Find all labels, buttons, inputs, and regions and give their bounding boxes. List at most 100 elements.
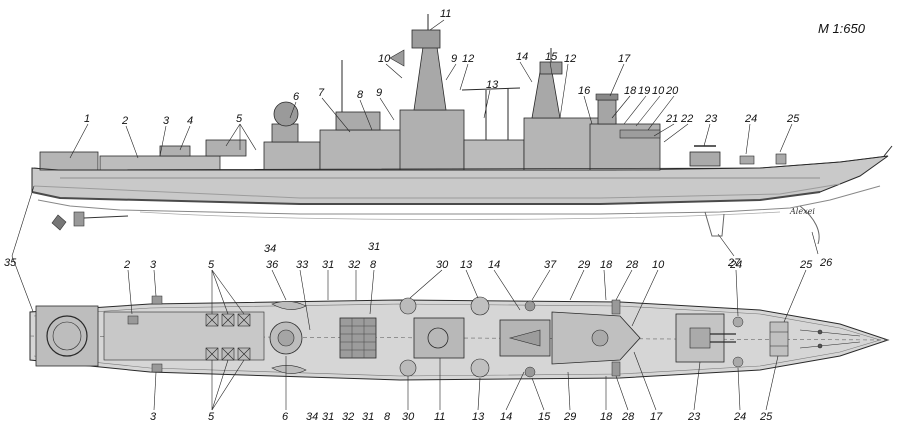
signature: Alexei [789,207,815,216]
callout-p28t: 28 [625,259,639,271]
mount-13-port [470,296,490,316]
boot-topping [33,183,841,199]
callout-p34t: 34 [264,243,276,255]
callout-p18b: 18 [600,411,613,423]
callout-s23: 23 [704,113,718,125]
callout-s8: 8 [357,89,364,101]
mount-13-stbd [470,358,490,378]
callout-s11: 11 [440,8,451,20]
callout-s25: 25 [786,113,800,125]
anchor-gear [799,329,861,349]
callout-p36: 36 [266,259,279,271]
callout-p13t: 13 [460,259,473,271]
callouts: 1 2 3 4 5 6 7 8 9 9 10 10 11 12 12 13 14… [4,8,833,423]
callout-s9a: 9 [376,87,382,99]
box-28-stbd [611,361,621,377]
mid-superstructure [319,129,411,171]
callout-p8b: 8 [384,411,391,423]
callout-s15: 15 [545,51,558,63]
callout-p18t: 18 [600,259,613,271]
main-mast [389,14,465,171]
funnel-plan [339,317,377,359]
callout-p3b: 3 [150,411,157,423]
callout-s26: 26 [819,257,833,269]
fitting-24-stbd [732,356,744,368]
callout-p29t: 29 [577,259,590,271]
hangar [99,155,221,171]
callout-p32b: 32 [342,411,354,423]
keel-line [139,211,781,220]
callout-p34b: 34 [306,411,318,423]
callout-s10b: 10 [652,85,665,97]
callout-s17: 17 [618,53,631,65]
callout-s7: 7 [318,87,325,99]
callout-p37: 37 [544,259,557,271]
callout-s1: 1 [84,113,90,125]
aft-director [263,101,321,171]
callout-s2: 2 [121,115,128,127]
forward-launcher-25 [769,321,789,357]
forward-launchers [689,145,787,167]
callout-s5: 5 [236,113,243,125]
callout-s24: 24 [744,113,757,125]
callout-s4: 4 [187,115,193,127]
callout-p2: 2 [123,259,130,271]
jackstaff [883,145,893,157]
callout-p10: 10 [652,259,665,271]
callout-s21: 21 [665,113,678,125]
boat-stbd [271,365,307,374]
side-elevation [31,14,893,245]
waterline [31,191,821,205]
callout-p15: 15 [538,411,551,423]
aft-deckhouse [39,151,99,171]
callout-s9b: 9 [451,53,457,65]
deck-line [33,155,889,171]
callout-s6: 6 [293,91,300,103]
callout-s20: 20 [665,85,679,97]
callout-p25t: 25 [799,259,813,271]
ciws-15-stbd [524,366,536,378]
callout-p24t: 24 [729,259,742,271]
helipad-circle [46,315,88,357]
callout-s12a: 12 [462,53,474,65]
callout-p29b: 29 [563,411,576,423]
callout-p30b: 30 [402,411,415,423]
callout-p8t: 8 [370,259,377,271]
callout-s3: 3 [163,115,170,127]
callout-s22: 22 [680,113,693,125]
side-leaders [11,19,819,331]
plan-view [29,295,890,381]
callout-s19: 19 [638,85,650,97]
callout-s14: 14 [516,51,528,63]
launcher-stbd [399,359,417,377]
fitting-24-port [732,316,744,328]
callout-s35: 35 [4,257,17,269]
callout-p31a: 31 [322,259,334,271]
callout-p28b: 28 [621,411,635,423]
box-28-port [611,299,621,315]
ciws-15-port [524,300,536,312]
callout-p25b: 25 [759,411,773,423]
callout-p24b: 24 [733,411,746,423]
callout-p6: 6 [282,411,289,423]
callout-p14b: 14 [500,411,512,423]
callout-p3t: 3 [150,259,157,271]
aft-fitting-stbd [151,363,163,373]
callout-p5b: 5 [208,411,215,423]
callout-s12b: 12 [564,53,576,65]
bridge [589,93,661,171]
callout-p23: 23 [687,411,701,423]
callout-s27: 27 [727,257,741,269]
callout-p30t: 30 [436,259,449,271]
helideck [35,305,99,367]
plan-leaders [127,269,807,411]
callout-p32t: 32 [348,259,360,271]
callout-p33: 33 [296,259,309,271]
launcher-port [399,297,417,315]
mid-deck-structures [463,139,525,171]
callout-p31d: 31 [362,411,374,423]
aft-fitting-port [127,315,139,325]
bulbous-bow [799,205,820,245]
callout-p31b: 31 [368,241,380,253]
callout-p5t: 5 [208,259,215,271]
